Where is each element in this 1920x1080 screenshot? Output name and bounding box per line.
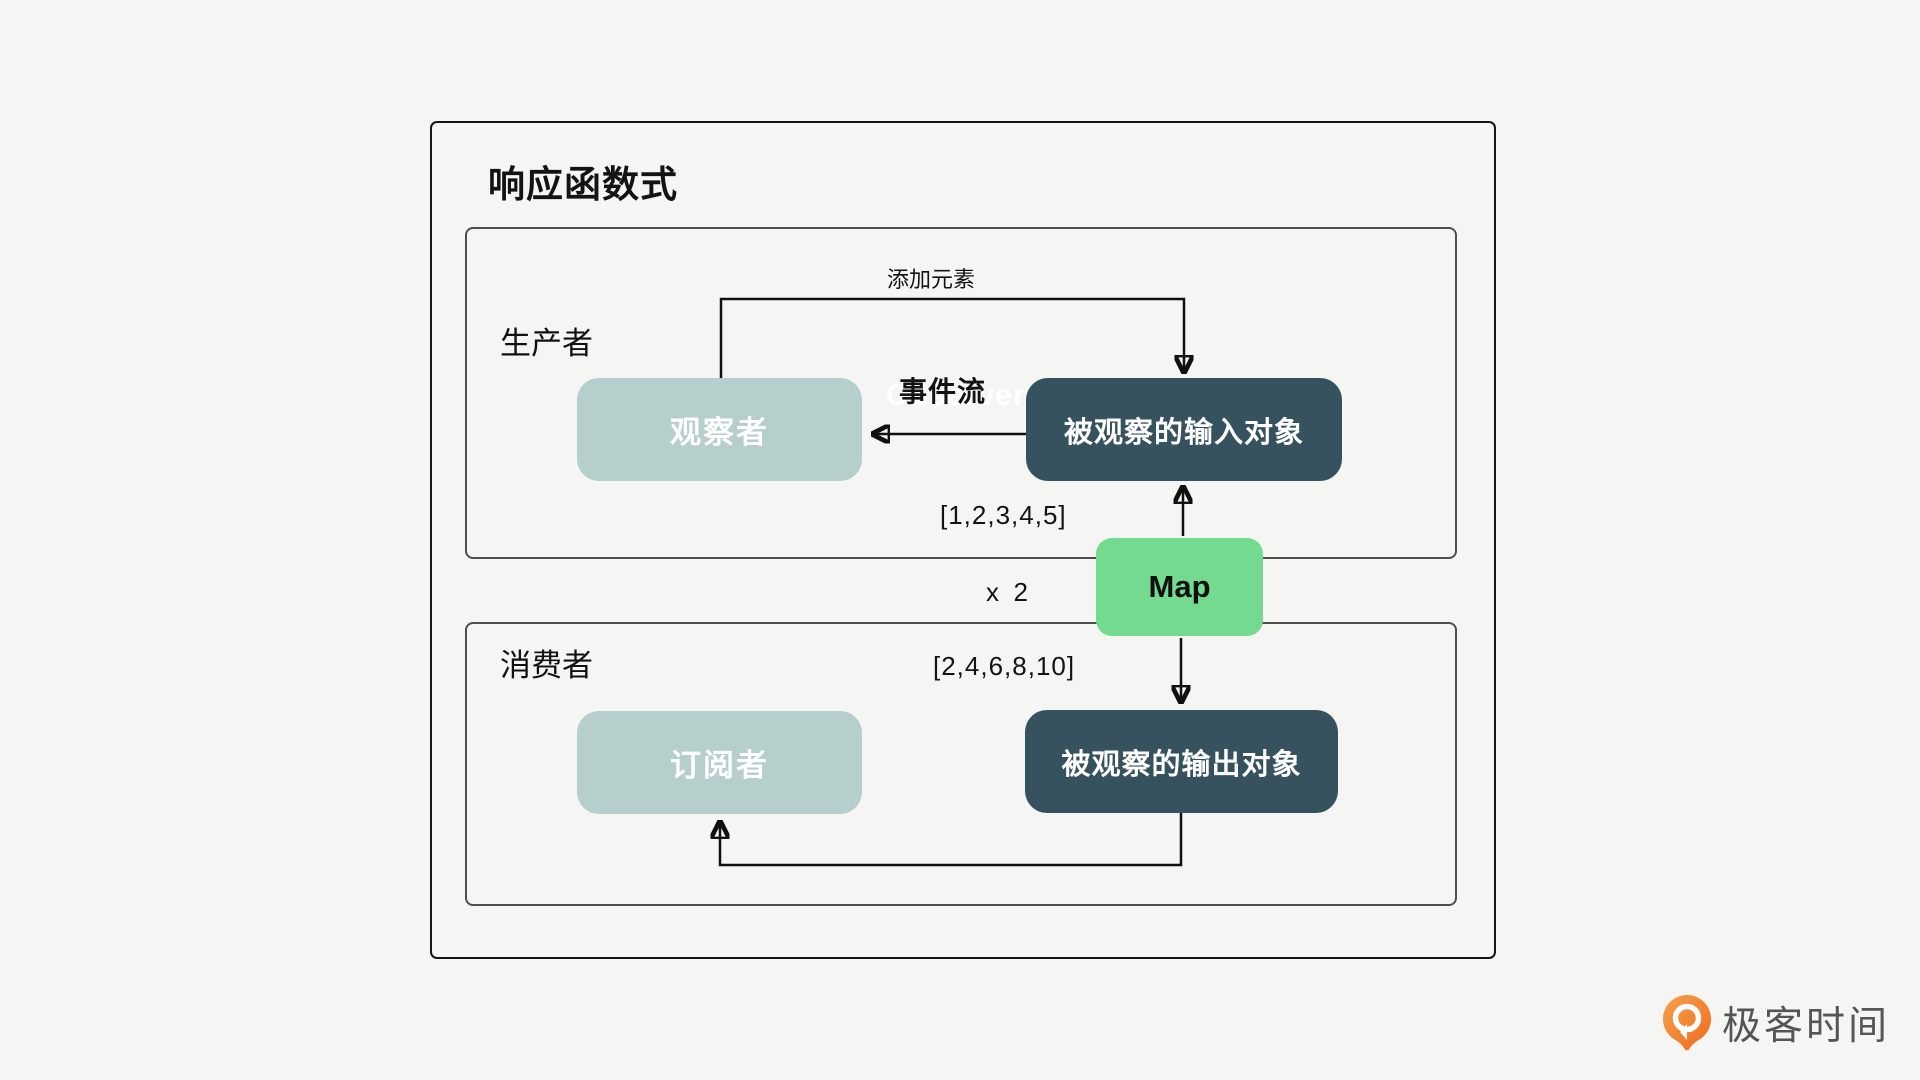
event-stream-label: 事件流 xyxy=(899,376,987,407)
observed-output-node: 被观察的输出对象 xyxy=(1025,710,1338,813)
observed-input-node-label: 被观察的输入对象 xyxy=(1063,416,1304,449)
map-operator-node: Map xyxy=(1096,538,1263,636)
brand-logo: 极客时间 xyxy=(1662,994,1890,1052)
observed-output-node-label: 被观察的输出对象 xyxy=(1061,748,1302,781)
geektime-logo-icon xyxy=(1663,995,1711,1051)
observer-node-label: 观察者 xyxy=(670,415,769,450)
map-operation-label: x 2 xyxy=(986,577,1028,607)
producer-section-label: 生产者 xyxy=(500,326,593,361)
brand-name: 极客时间 xyxy=(1722,1005,1891,1048)
observed-input-node: 被观察的输入对象 xyxy=(1026,378,1342,481)
observer-node: 观察者 xyxy=(577,378,862,481)
consumer-section-label: 消费者 xyxy=(500,648,593,683)
hidden-observer-word: Observer xyxy=(886,379,1026,412)
input-array-label: [1,2,3,4,5] xyxy=(940,500,1067,530)
add-element-label: 添加元素 xyxy=(887,267,976,292)
map-operator-label: Map xyxy=(1148,569,1211,604)
output-array-label: [2,4,6,8,10] xyxy=(933,651,1076,681)
subscriber-node: 订阅者 xyxy=(577,711,862,814)
reactive-functional-frame xyxy=(430,121,1496,959)
consumer-section-frame xyxy=(465,622,1457,906)
diagram-title: 响应函数式 xyxy=(488,164,678,205)
producer-section-frame xyxy=(465,227,1457,559)
subscriber-node-label: 订阅者 xyxy=(670,748,769,783)
